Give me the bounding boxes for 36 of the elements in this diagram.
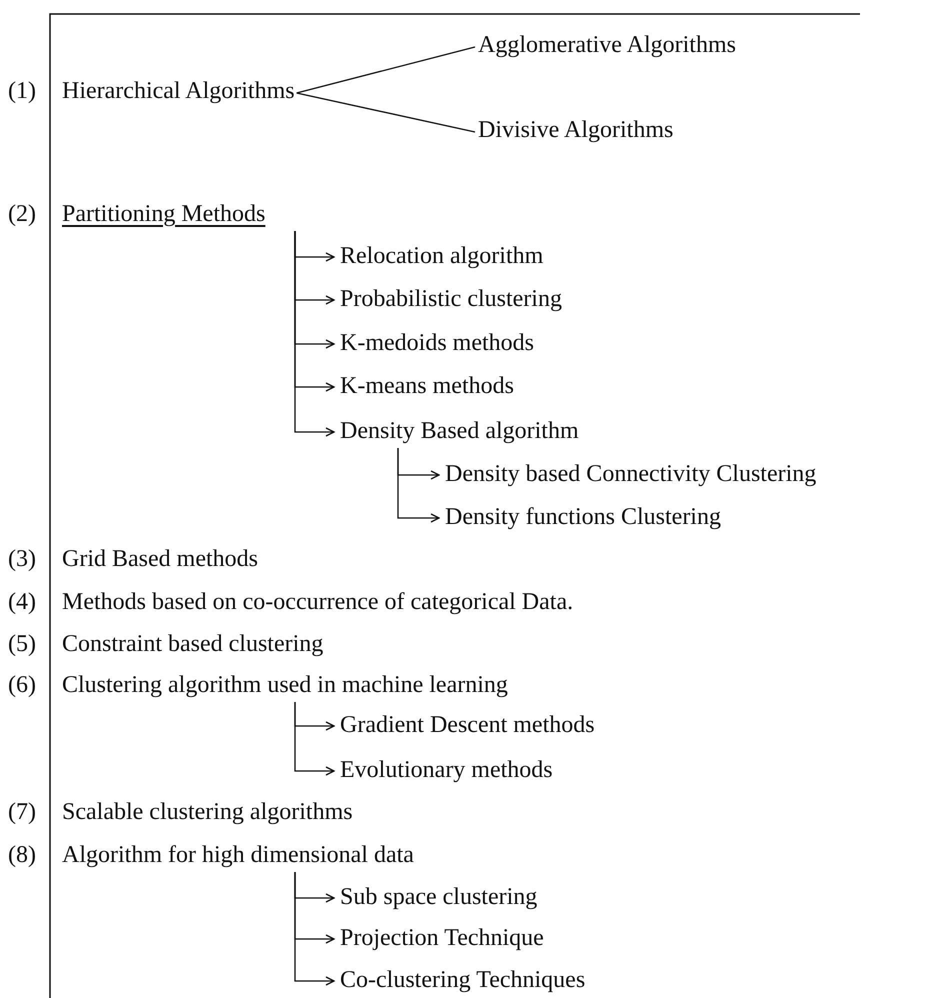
item-number: (2) bbox=[8, 200, 36, 229]
list-item-label: Sub space clustering bbox=[340, 882, 538, 912]
list-item-label: Clustering algorithm used in machine learning bbox=[62, 670, 508, 700]
list-item-label: Projection Technique bbox=[340, 923, 544, 953]
list-item-label: Relocation algorithm bbox=[340, 241, 544, 271]
list-item-label: Density functions Clustering bbox=[445, 502, 721, 532]
item-number: (8) bbox=[8, 841, 36, 870]
list-item-label: K-means methods bbox=[340, 371, 514, 401]
list-item-label: Scalable clustering algorithms bbox=[62, 797, 353, 827]
arrow bbox=[294, 231, 335, 437]
list-item-label: Algorithm for high dimensional data bbox=[62, 840, 414, 870]
list-item-label: Divisive Algorithms bbox=[478, 115, 674, 145]
list-item-label: Co-clustering Techniques bbox=[340, 965, 586, 995]
list-item-label: Hierarchical Algorithms bbox=[62, 76, 295, 106]
list-item-label: Grid Based methods bbox=[62, 544, 258, 574]
item-number: (4) bbox=[8, 588, 36, 617]
list-item-label: Density based Connectivity Clustering bbox=[445, 459, 816, 489]
item-number: (6) bbox=[8, 671, 36, 700]
item-number: (5) bbox=[8, 630, 36, 659]
list-item-label: Density Based algorithm bbox=[340, 416, 579, 446]
list-item-label: Constraint based clustering bbox=[62, 629, 324, 659]
list-item-label: Probabilistic clustering bbox=[340, 284, 562, 314]
item-number: (1) bbox=[8, 77, 36, 106]
arrow bbox=[294, 872, 335, 986]
item-number: (7) bbox=[8, 798, 36, 827]
list-item-label: Evolutionary methods bbox=[340, 755, 553, 785]
arrow bbox=[397, 448, 440, 523]
list-item-label: Partitioning Methods bbox=[62, 199, 266, 229]
list-item-label: Methods based on co-occurrence of categorical Data. bbox=[62, 587, 574, 617]
list-item-label: Gradient Descent methods bbox=[340, 710, 595, 740]
arrow bbox=[294, 702, 335, 776]
connector-line bbox=[296, 46, 476, 94]
connector-line bbox=[296, 92, 476, 133]
item-number: (3) bbox=[8, 545, 36, 574]
list-item-label: Agglomerative Algorithms bbox=[478, 30, 736, 60]
list-item-label: K-medoids methods bbox=[340, 328, 534, 358]
